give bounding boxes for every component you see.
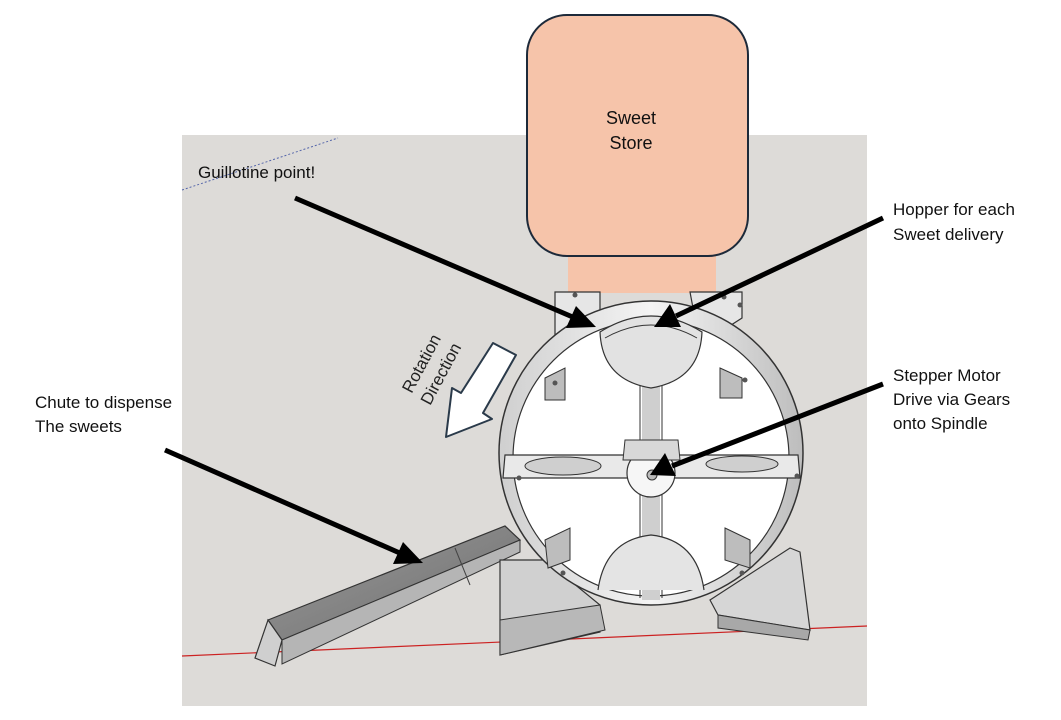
guillotine-arrow — [294, 195, 576, 321]
sweet-store-box — [526, 14, 749, 257]
rotation-direction-arrow — [445, 342, 517, 438]
chute-arrow — [163, 447, 404, 557]
stepper-label-line2: Drive via Gears — [893, 390, 1010, 409]
hopper-arrow — [674, 215, 885, 319]
sweet-store: Sweet Store — [526, 14, 749, 293]
base-supports — [499, 547, 811, 656]
bottom-hopper-cup — [597, 534, 705, 591]
sweet-store-label-line2: Store — [609, 133, 652, 153]
sweet-store-label-line1: Sweet — [606, 108, 656, 128]
hopper-label-line2: Sweet delivery — [893, 225, 1004, 244]
blue-axis-line — [181, 137, 339, 191]
stepper-label-line3: onto Spindle — [893, 414, 988, 433]
dispensing-wheel — [498, 300, 804, 606]
hopper-label-line1: Hopper for each — [893, 200, 1015, 219]
stepper-label-line1: Stepper Motor — [893, 366, 1001, 385]
stepper-arrow — [671, 381, 884, 469]
top-hopper-cup — [599, 315, 703, 389]
annotation-arrows — [163, 195, 885, 564]
chute-label-line1: Chute to dispense — [35, 393, 172, 412]
dispense-chute — [254, 525, 522, 667]
guillotine-label: Guillotine point! — [198, 163, 315, 182]
chute-label-line2: The sweets — [35, 417, 122, 436]
